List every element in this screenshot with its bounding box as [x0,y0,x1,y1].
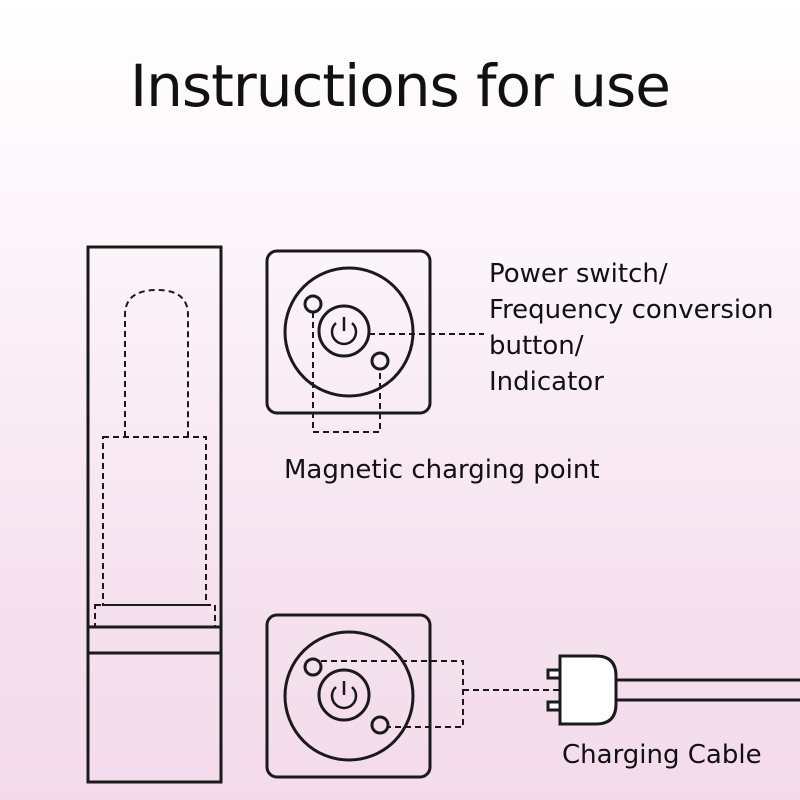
inner-shaft-outline [102,436,207,606]
power-icon [330,681,358,710]
base-view-bottom [265,613,560,779]
power-switch-label: Power switch/ Frequency conversion butto… [489,256,774,400]
power-label-line: Power switch/ [489,259,668,289]
power-label-line: Frequency conversion [489,295,774,325]
inner-base-outline [94,604,216,628]
charging-cable-label: Charging Cable [562,740,762,770]
inner-bullet-outline [124,288,189,437]
magnetic-charging-label: Magnetic charging point [284,455,600,485]
device-body [86,245,223,784]
power-icon [330,317,358,346]
page-title: Instructions for use [130,52,671,120]
power-label-line: button/ [489,331,584,361]
base-view-top [265,249,484,433]
charging-plug-icon [546,654,800,726]
power-label-line: Indicator [489,367,604,397]
